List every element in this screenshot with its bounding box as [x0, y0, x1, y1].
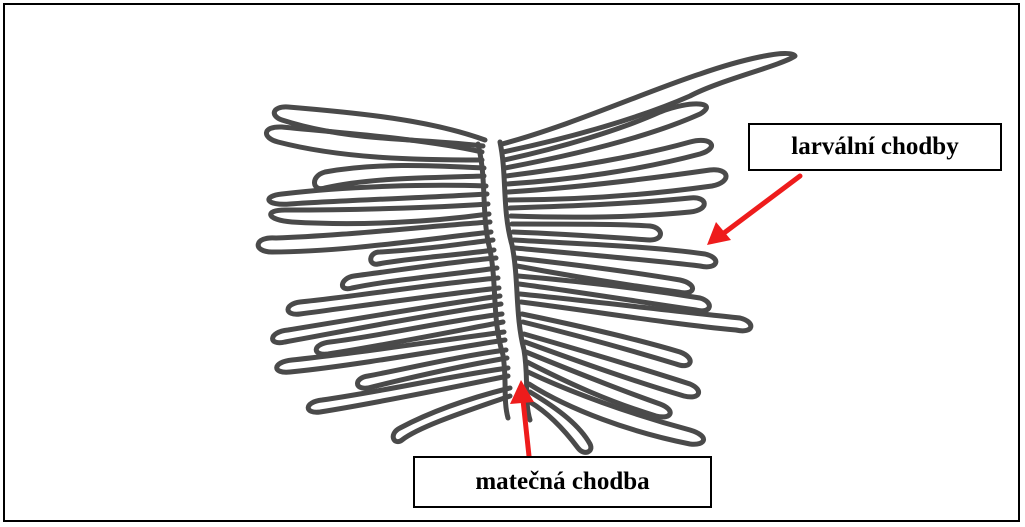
larval-galleries-label: larvální chodby [748, 123, 1002, 171]
arrow-to-larval-galleries [724, 176, 800, 233]
mother-gallery-label: matečná chodba [413, 456, 712, 508]
larval-gallery-left [258, 222, 491, 252]
larval-gallery-left [274, 107, 485, 146]
larval-gallery-right [512, 224, 661, 240]
larval-gallery-left [271, 204, 489, 224]
larval-gallery-left [269, 185, 487, 204]
larval-gallery-left [342, 258, 497, 289]
